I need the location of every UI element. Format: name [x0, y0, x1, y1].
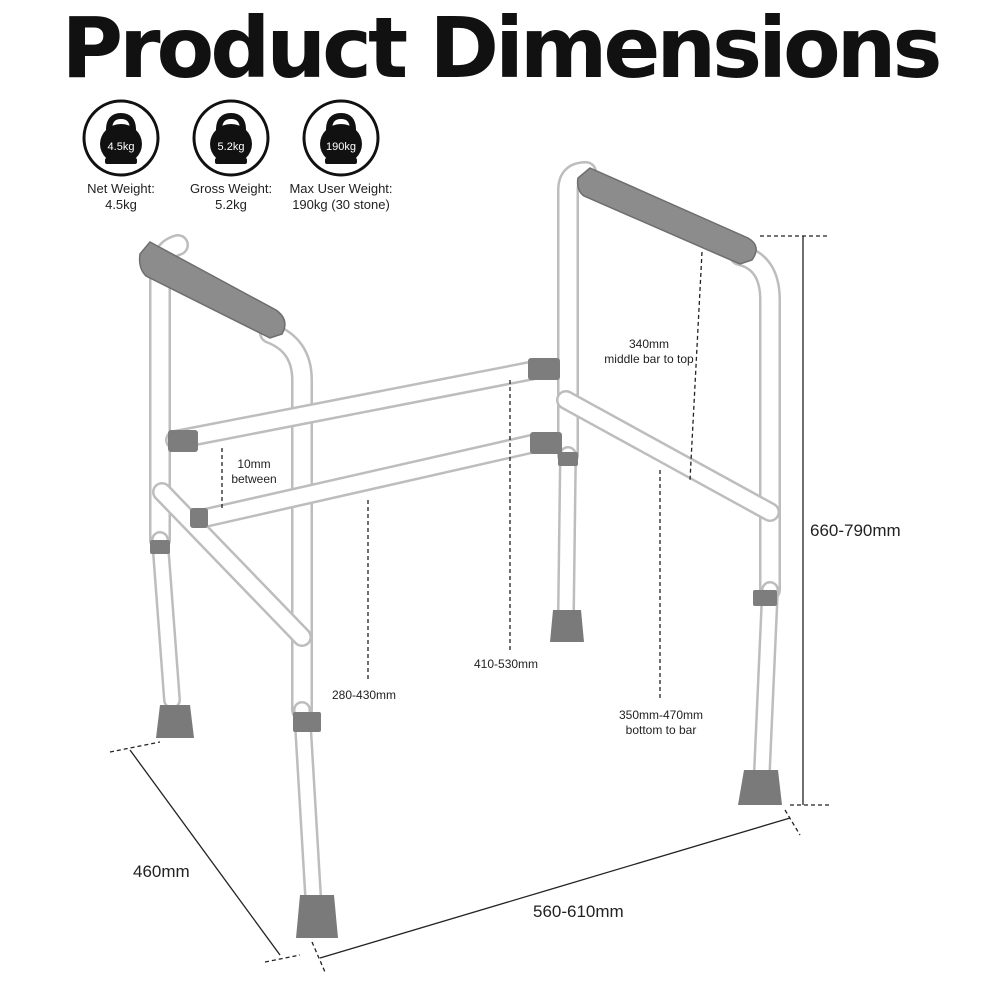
- overall-height-label: 660-790mm: [810, 521, 901, 540]
- gross-weight-badge-text: 5.2kg: [218, 141, 245, 153]
- depth-label: 460mm: [133, 862, 190, 881]
- rubber-feet: [156, 610, 782, 938]
- net-weight-label: Net Weight:: [87, 181, 155, 196]
- dimension-lines: [109, 235, 830, 973]
- rail-height-back-label: 410-530mm: [474, 657, 539, 671]
- gross-weight-badge: 5.2kg Gross Weight:5.2kg: [176, 98, 286, 213]
- max-user-weight-value: 190kg (30 stone): [292, 197, 390, 212]
- max-user-weight-label: Max User Weight:: [289, 181, 393, 196]
- width-label: 560-610mm: [533, 902, 624, 921]
- kettlebell-icon: 190kg: [302, 99, 380, 177]
- rail-height-front-label: 280-430mm: [332, 688, 397, 702]
- max-weight-badge-text: 190kg: [326, 141, 356, 153]
- gross-weight-label: Gross Weight:: [189, 181, 273, 196]
- net-weight-badge: 4.5kg Net Weight:4.5kg: [66, 98, 176, 213]
- page-title: Product Dimensions: [61, 0, 943, 97]
- kettlebell-icon: 5.2kg: [192, 99, 270, 177]
- arm-pads: [138, 167, 757, 339]
- gross-weight-value: 5.2kg: [215, 197, 247, 212]
- net-weight-badge-text: 4.5kg: [108, 141, 135, 153]
- net-weight-value: 4.5kg: [105, 197, 137, 212]
- max-user-weight-badge: 190kg Max User Weight:190kg (30 stone): [281, 98, 401, 213]
- kettlebell-icon: 4.5kg: [82, 99, 160, 177]
